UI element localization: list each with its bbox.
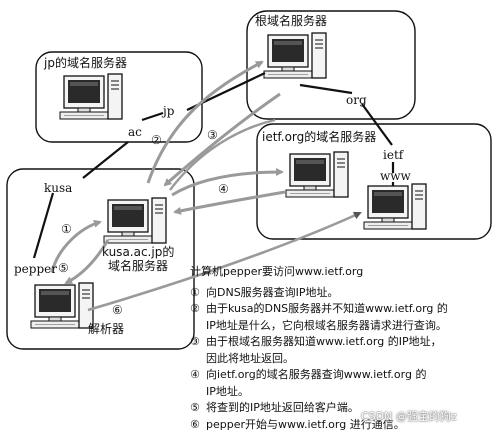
jp-server-box [35,51,203,143]
steps-explanation: 计算机pepper要访问www.ietf.org ① 向DNS服务器查询IP地址。… [190,264,494,433]
arrow-step1-query [50,219,102,273]
note-line: 向DNS服务器查询IP地址。 [206,285,339,299]
arrow-step3-reply [163,92,281,187]
kusa-server-computer-icon [103,197,167,244]
root-server-computer-icon [263,32,327,79]
arrow-step2-query-root [146,60,264,184]
note-item: ② 由于kusa的DNS服务器并不知道www.ietf.org 的 IP地址是什么… [190,301,494,334]
kusa-server-title-line1: kusa.ac.jp的 [102,245,175,259]
arrow-step4-query [171,168,284,197]
note-line: 将查到的IP地址返回给客户端。 [206,401,359,414]
ietf-org-server-box [256,123,492,240]
note-number: ① [190,285,200,299]
label-ac: ac [128,125,142,139]
note-line: IP地址。 [206,384,249,398]
note-line: IP地址是什么，它向根域名服务器请求进行查询。 [206,318,447,332]
edge-jp-ac [141,111,164,122]
note-item: ③ 由于根域名服务器知道www.ietf.org 的IP地址， 因此将地址返回。 [190,334,494,367]
note-number: ④ [190,368,200,381]
label-www: www [380,169,411,183]
kusa-server-box [6,168,195,350]
jp-server-title: jp的域名服务器 [44,56,127,70]
note-line: 因此将地址返回。 [206,351,294,365]
step-6-marker: ⑥ [112,303,123,317]
note-item: ⑤ 将查到的IP地址返回给客户端。 [190,400,494,417]
ietf-org-server-computer-icon [285,151,349,198]
step-3-marker: ③ [207,128,218,142]
edge-org-ietf [361,103,393,146]
note-item: ① 向DNS服务器查询IP地址。 [190,285,494,302]
resolver-computer-icon [30,282,94,329]
edge-root-org [299,83,353,95]
note-number: ② [190,302,200,315]
arrow-step6-communicate [87,211,362,312]
label-pepper: pepper [14,262,57,276]
label-jp: jp [163,104,175,118]
notes-title: 计算机pepper要访问www.ietf.org [190,265,364,278]
root-server-box [246,10,416,120]
step-1-marker: ① [61,222,72,236]
www-computer-icon [363,183,427,230]
note-number: ⑥ [190,417,200,431]
label-ietf: ietf [383,148,404,162]
step-4-marker: ④ [218,182,229,196]
jp-server-computer-icon [59,73,123,120]
note-line: 由于kusa的DNS服务器并不知道www.ietf.org 的 [206,302,448,315]
note-line: 向ietf.org的域名服务器查询www.ietf.org 的 [206,368,427,381]
note-number: ③ [190,335,200,348]
ietf-org-server-title: ietf.org的域名服务器 [262,130,377,144]
note-line: pepper开始与www.ietf.org 进行通信。 [206,417,405,431]
label-org: org [346,93,367,107]
step-2-marker: ② [151,133,162,147]
kusa-server-title-line2: 域名服务器 [108,259,169,273]
edge-ac-kusa [82,141,129,179]
arrow-step5-reply [64,239,110,285]
note-line: 由于根域名服务器知道www.ietf.org 的IP地址， [206,335,442,348]
label-kusa: kusa [44,181,73,195]
arrow-step2-return-loop [169,118,276,191]
note-item: ④ 向ietf.org的域名服务器查询www.ietf.org 的 IP地址。 [190,367,494,400]
step-5-marker: ⑤ [58,261,69,275]
note-item: ⑥ pepper开始与www.ietf.org 进行通信。 [190,417,494,434]
note-number: ⑤ [190,401,200,414]
watermark: CSDN @强宝的狗z [361,410,457,423]
arrow-step4-reply [173,190,286,215]
resolver-label: 解析器 [88,322,125,336]
root-server-title: 根域名服务器 [255,14,328,28]
edge-kusa-pepper [32,192,55,259]
